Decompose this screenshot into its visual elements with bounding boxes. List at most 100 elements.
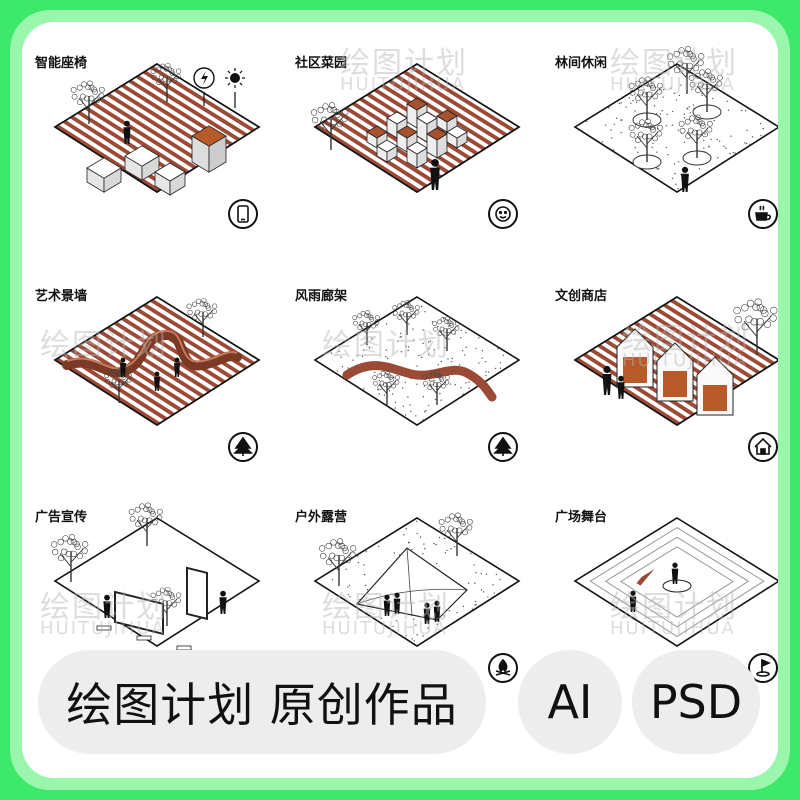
paving-slab (96, 625, 112, 631)
shop-pavilion (616, 328, 654, 388)
paving-slab (136, 635, 152, 641)
tile-outdoor-camping: 户外露营 (287, 486, 537, 696)
flag-icon (756, 658, 772, 677)
person-silhouette (103, 594, 111, 618)
person-silhouette (120, 357, 126, 377)
curved-art-wall (62, 329, 242, 378)
billboard-panel (186, 566, 208, 621)
planter-box (376, 139, 398, 163)
tent-rope (356, 547, 468, 617)
ground-outline (53, 296, 261, 426)
tree (50, 534, 89, 582)
community-garden-illustration (310, 63, 521, 229)
forest-leisure-illustration (573, 46, 778, 229)
creative-shop-illustration (573, 296, 778, 462)
tree (628, 76, 663, 120)
bench-block (86, 157, 122, 193)
tree-icon (493, 436, 513, 456)
wall-top-edge (66, 329, 238, 370)
lightning-bolt-icon (201, 71, 208, 85)
original-work-label: 绘图计划 原创作品 (38, 650, 486, 754)
art-wall-illustration (53, 296, 261, 462)
icon-badge (748, 432, 778, 462)
tile-community-garden: 社区菜园 (287, 32, 537, 242)
tree (733, 298, 778, 355)
bench-block (154, 162, 186, 196)
shop-pavilion (656, 342, 694, 402)
icon-badge (488, 199, 518, 229)
tile-title: 广场舞台 (555, 510, 608, 525)
tile-title: 社区菜园 (295, 56, 348, 71)
solar-seat-block (191, 125, 227, 173)
person-silhouette (423, 602, 431, 624)
content-panel: 智能座椅 社区菜园 林间休闲 艺术景墙 风雨廊架 文创商店 广告宣传 户外露营 … (22, 22, 778, 778)
person-silhouette (617, 375, 625, 399)
tree (372, 370, 400, 405)
tree (150, 62, 182, 102)
smartphone-icon (237, 205, 249, 223)
tile-title: 风雨廊架 (295, 289, 348, 304)
planter-box (436, 109, 458, 133)
campfire-icon (495, 658, 511, 676)
ai-format-badge: AI (518, 650, 622, 754)
concentric-step (589, 527, 765, 637)
concentric-step (604, 536, 750, 628)
tree (422, 370, 450, 405)
tile-creative-shop: 文创商店 (547, 265, 778, 475)
tile-covered-corridor: 风雨廊架 (287, 265, 537, 475)
planter-box (426, 127, 448, 159)
person-silhouette (433, 600, 441, 622)
tree (438, 512, 473, 556)
ground-plane (53, 517, 261, 647)
tile-title: 文创商店 (555, 289, 608, 304)
person-silhouette (383, 594, 391, 616)
tile-title: 林间休闲 (555, 56, 608, 71)
tile-smart-seating: 智能座椅 (27, 32, 277, 242)
person-silhouette (154, 371, 160, 391)
person-silhouette (671, 562, 679, 584)
person-silhouette (393, 592, 401, 614)
tile-title: 户外露营 (295, 510, 348, 525)
shop-pavilion (696, 356, 734, 416)
tile-title: 智能座椅 (35, 56, 88, 71)
house-icon (754, 437, 772, 455)
tree (688, 68, 723, 112)
planter-box (406, 141, 428, 169)
tree (666, 46, 705, 94)
person-silhouette (219, 590, 227, 614)
sun-ray (227, 70, 231, 74)
concentric-step (619, 546, 735, 618)
tree (186, 297, 218, 337)
psd-format-badge: PSD (632, 650, 760, 754)
tree (310, 102, 349, 150)
face-icon (495, 206, 511, 222)
person-silhouette (123, 120, 131, 144)
plaza-stage-illustration (573, 517, 778, 683)
person-silhouette (681, 166, 689, 192)
billboard-panel (114, 590, 164, 636)
tree-icon (233, 436, 253, 456)
planter-box (396, 125, 418, 153)
tree (352, 310, 380, 345)
tree (318, 538, 357, 586)
person-silhouette (174, 357, 180, 377)
tile-forest-leisure: 林间休闲 (547, 32, 778, 242)
tree (628, 118, 663, 162)
tree (392, 300, 420, 335)
outdoor-camping-illustration (313, 512, 521, 683)
tile-plaza-stage: 广场舞台 (547, 486, 778, 696)
covered-corridor-illustration (313, 296, 521, 462)
corridor-canopy (342, 361, 497, 402)
sun-ray (227, 82, 231, 86)
sun-icon (230, 73, 240, 83)
sun-ray (239, 82, 243, 86)
smart-seating-illustration (53, 62, 261, 229)
tile-title: 艺术景墙 (35, 289, 88, 304)
tree (432, 316, 460, 351)
coffee-cup-icon (755, 205, 771, 221)
ground-outline (313, 63, 521, 193)
ground-outline (573, 296, 778, 426)
person-silhouette (629, 590, 637, 612)
person-silhouette (430, 158, 440, 190)
tile-title: 广告宣传 (35, 510, 88, 525)
